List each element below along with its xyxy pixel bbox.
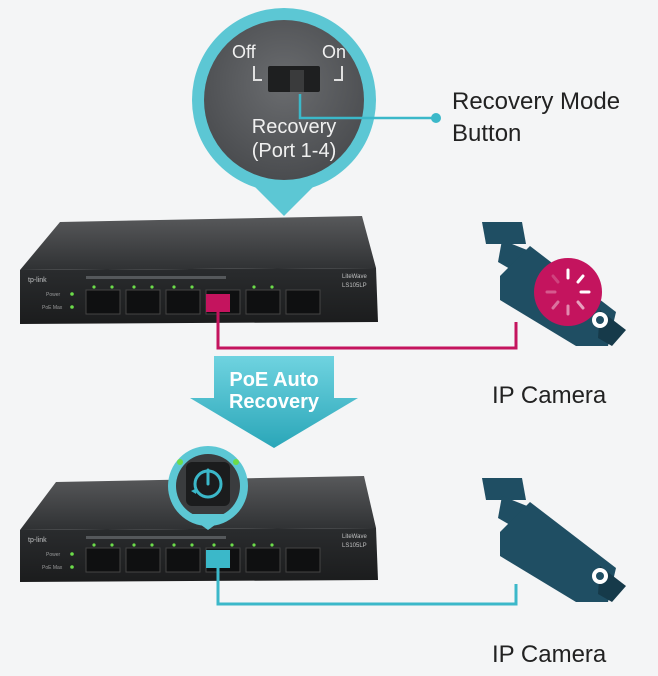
- switch-bottom-led-poe: PoE Max: [42, 565, 63, 571]
- switch-bottom-highlight-port[interactable]: [206, 550, 230, 568]
- port[interactable]: [165, 289, 201, 315]
- switch-bottom-brand: tp-link: [28, 537, 47, 544]
- switch-top-badge: LiteWave: [342, 274, 367, 280]
- power-recovery-icon: [191, 468, 223, 499]
- switch-bottom-power-led: [70, 552, 74, 556]
- on-label: On: [322, 42, 346, 62]
- port[interactable]: [245, 547, 281, 573]
- switch-bottom-model: LS105LP: [342, 543, 367, 549]
- recovery-mode-label-line2: Button: [452, 120, 522, 147]
- camera-top-status-circle: [534, 258, 602, 326]
- camera-top: [482, 222, 626, 346]
- port[interactable]: [245, 289, 281, 315]
- recovery-text-line1: Recovery: [252, 116, 336, 138]
- switch-top-power-led: [70, 292, 74, 296]
- camera-top-label: IP Camera: [492, 382, 607, 409]
- recovery-switch-knob[interactable]: [290, 70, 304, 92]
- port[interactable]: [125, 289, 161, 315]
- switch-top-highlight-port[interactable]: [206, 294, 230, 312]
- loading-spinner-icon: [545, 268, 591, 316]
- switch-top-led-poe: PoE Max: [42, 305, 63, 311]
- camera-bottom-label: IP Camera: [492, 641, 607, 668]
- switch-bottom-poemax-led: [70, 565, 74, 569]
- camera-bottom: [482, 478, 626, 602]
- port[interactable]: [125, 547, 161, 573]
- callout-pointer-dot: [431, 113, 441, 123]
- port[interactable]: [85, 547, 121, 573]
- switch-bottom-led-power: Power: [46, 552, 61, 558]
- recovery-badge: [168, 446, 248, 530]
- callout-pointer-line: [298, 94, 436, 120]
- recovery-mode-label-line1: Recovery Mode: [452, 88, 621, 115]
- switch-bottom-badge: LiteWave: [342, 534, 367, 540]
- arrow-text-line1: PoE Auto: [229, 369, 318, 391]
- cable-top-magenta: [216, 312, 518, 350]
- switch-top-model: LS105LP: [342, 283, 367, 289]
- recovery-text-line2: (Port 1-4): [252, 140, 336, 162]
- port[interactable]: [285, 547, 321, 573]
- switch-top: tp-link LiteWave LS105LP Power PoE Max: [20, 216, 378, 324]
- switch-bottom-ports: [85, 543, 321, 573]
- switch-top-led-power: Power: [46, 292, 61, 298]
- port[interactable]: [285, 289, 321, 315]
- poe-auto-recovery-arrow: PoE Auto Recovery: [190, 356, 358, 448]
- cable-bottom-teal: [216, 568, 518, 606]
- arrow-text-line2: Recovery: [229, 391, 320, 413]
- port[interactable]: [85, 289, 121, 315]
- switch-top-brand: tp-link: [28, 277, 47, 284]
- recovery-callout: Off On Recovery (Port 1-4): [192, 8, 441, 216]
- recovery-mode-button-label: Recovery Mode Button: [452, 86, 620, 150]
- switch-bottom: tp-link LiteWave LS105LP Power PoE Max: [20, 476, 378, 582]
- off-label: Off: [232, 42, 257, 62]
- port[interactable]: [165, 547, 201, 573]
- switch-top-poemax-led: [70, 305, 74, 309]
